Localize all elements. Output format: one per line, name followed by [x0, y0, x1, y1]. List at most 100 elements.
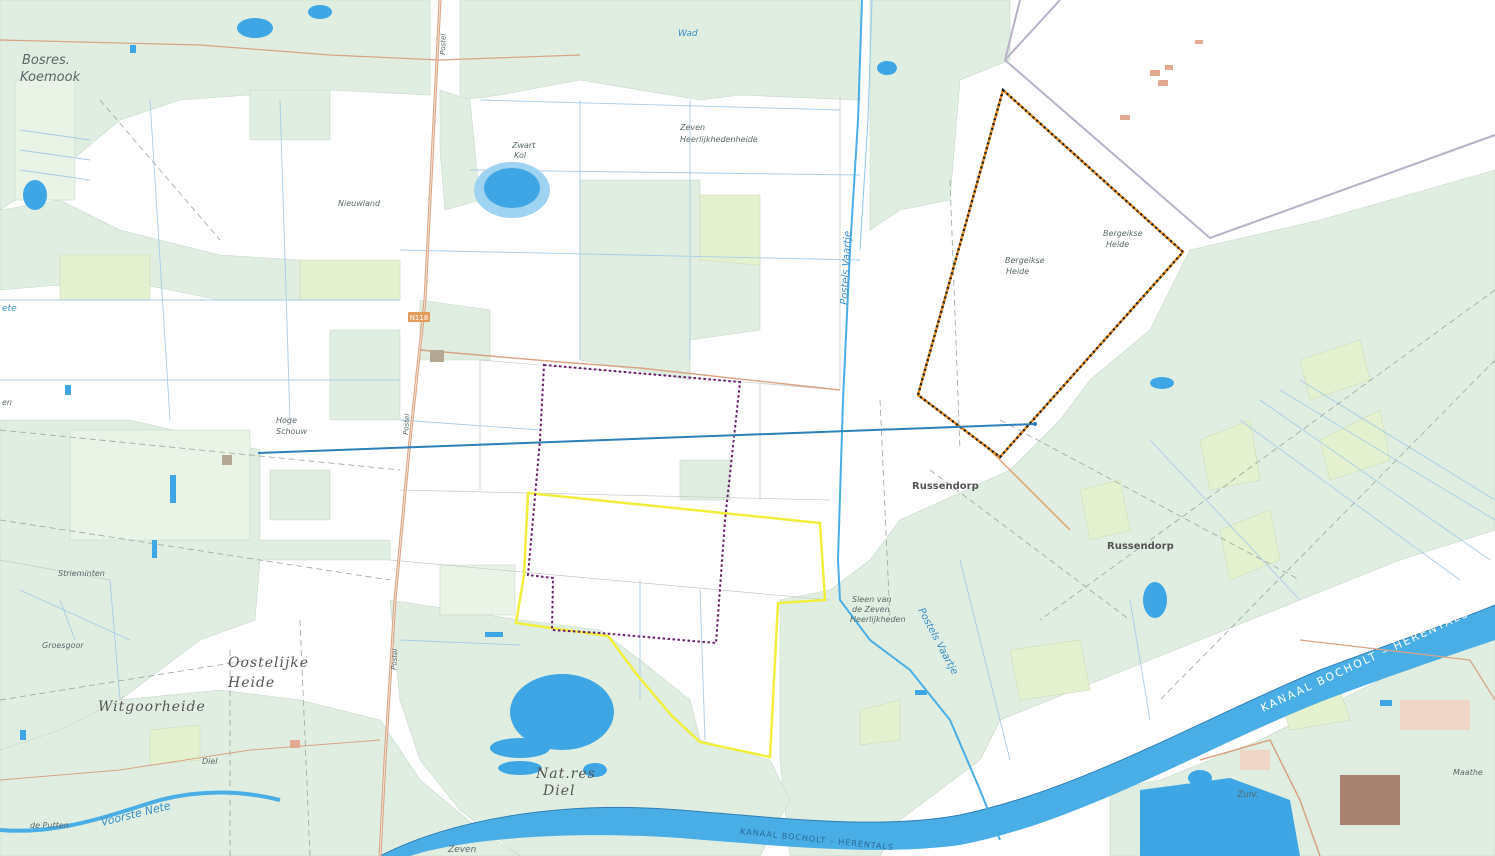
forest-north	[459, 0, 861, 101]
label-nieuwland: Nieuwland	[338, 199, 381, 208]
label-de-putten: de Putten	[30, 821, 69, 830]
pond-strip-2	[152, 540, 157, 558]
label-bergeikse-2a: Bergeikse	[1103, 229, 1143, 238]
label-postels-vaartje-1: Postels Vaartje	[839, 231, 854, 306]
road-russendorp	[989, 449, 1071, 531]
label-sleen-3: Heerlijkheden	[850, 615, 906, 624]
pond-russendorp	[1143, 582, 1167, 618]
ditch-17	[1299, 379, 1495, 501]
label-postel-road-3: Postel	[390, 648, 399, 670]
pond-east	[1150, 377, 1174, 389]
building-6	[430, 350, 444, 362]
route-label: N118	[410, 314, 429, 322]
label-wad: Wad	[678, 29, 698, 39]
label-oostelijke-2: Heide	[227, 675, 275, 691]
road-se-2	[1299, 639, 1495, 701]
road-postel-inner	[379, 0, 441, 856]
label-oostelijke-1: Oostelijke	[228, 655, 309, 671]
road-north	[0, 39, 581, 61]
ditch-23	[1129, 599, 1151, 721]
ditch-26	[19, 169, 91, 181]
plantation-west	[69, 429, 251, 541]
buildings	[222, 40, 1470, 825]
canal-bank-north	[379, 604, 1495, 856]
ditch-22	[959, 559, 1011, 761]
pond-north	[237, 18, 273, 38]
study-area-bergeikse-outline	[916, 87, 1185, 459]
border-2	[389, 559, 831, 601]
meadow-1	[59, 254, 151, 301]
pond-strip-4	[915, 690, 927, 695]
label-bergeikse-2b: Heide	[1106, 240, 1129, 249]
path-1	[0, 429, 401, 471]
meadow-2	[699, 194, 761, 266]
label-russendorp-2: Russendorp	[1107, 541, 1174, 552]
label-strieminten: Strieminten	[58, 569, 105, 578]
pond-north-2	[308, 5, 332, 19]
label-zwart-2: Kol	[514, 151, 527, 160]
label-bosres-2: Koemook	[20, 70, 81, 85]
label-russendorp-1: Russendorp	[912, 481, 979, 492]
ditch-7	[399, 249, 861, 261]
meadow-10	[299, 259, 401, 301]
stream-postels-vaartje-bank	[859, 0, 873, 251]
pond-diel-4	[583, 763, 607, 777]
river-voorste-nete	[0, 790, 281, 833]
plantation-nw	[14, 79, 76, 201]
forest-far-sw	[0, 689, 521, 856]
ditch-15	[1239, 419, 1461, 581]
building-3	[1158, 80, 1168, 86]
path-7	[929, 469, 1131, 621]
label-postel-road-1: Postel	[439, 34, 448, 55]
road-sw	[0, 739, 381, 781]
paths	[0, 99, 1495, 856]
pond-dot-3	[20, 730, 26, 740]
building-8	[290, 740, 300, 748]
building-9	[1400, 700, 1470, 730]
boundary-ne	[1003, 0, 1495, 240]
pond-nw	[23, 180, 47, 210]
meadow-11	[1299, 339, 1371, 401]
path-8	[879, 399, 891, 621]
label-groesgoor: Groesgoor	[42, 641, 84, 650]
ditch-14	[1259, 399, 1491, 561]
label-nete-edge: ete	[2, 304, 17, 314]
forest-patch-1	[249, 89, 331, 141]
lake-diel	[510, 674, 614, 750]
pond-strip-1	[170, 475, 176, 503]
canal-water	[380, 605, 1495, 856]
path-6	[999, 419, 1301, 581]
boundary-ne-2	[1004, 0, 1061, 61]
path-12	[0, 659, 251, 701]
pond-dot-2	[130, 45, 136, 53]
ditch-24	[19, 129, 91, 141]
label-natres-2: Diel	[542, 783, 575, 799]
road-center	[419, 349, 841, 391]
path-2	[0, 519, 391, 581]
forest-patch-2	[439, 89, 481, 211]
transect-end	[1033, 422, 1037, 426]
building-11	[1380, 700, 1392, 706]
study-area-purple-outline	[526, 363, 742, 645]
meadow-7	[1009, 639, 1091, 701]
ditch-12	[699, 589, 706, 741]
label-bergeikse-1a: Bergeikse	[1005, 256, 1045, 265]
label-zwart-1: Zwart	[511, 141, 536, 150]
ditch-3	[149, 99, 171, 421]
ditches	[0, 99, 1495, 761]
label-zeven-2: Heerlijkhedenheide	[680, 135, 758, 144]
meadow-5	[1319, 409, 1391, 481]
forest-patch-3	[329, 329, 401, 421]
pond-diel-3	[498, 761, 542, 775]
ditch-20	[59, 599, 76, 641]
pond-dot-1	[65, 385, 71, 395]
forest-patch-5	[679, 459, 731, 501]
label-zuiv: Zuiv.	[1236, 790, 1259, 800]
building-7	[222, 455, 232, 465]
bergeikse-outline-black	[916, 87, 1185, 459]
study-area-yellow-outline	[514, 491, 827, 759]
label-diel: Diel	[202, 757, 218, 766]
building-5	[1120, 115, 1130, 120]
